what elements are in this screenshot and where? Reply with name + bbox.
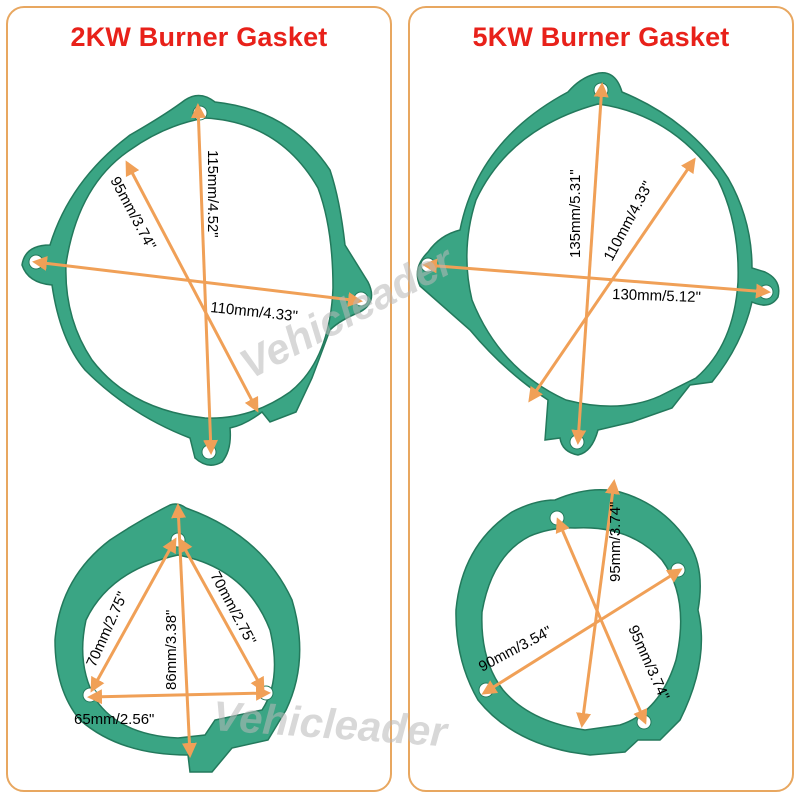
gasket-2kw-large: 95mm/3.74" 115mm/4.52" 110mm/4.33": [21, 94, 373, 466]
gasket-shape: [455, 489, 703, 756]
bolt-hole: [82, 687, 98, 703]
gasket-shape: [416, 72, 780, 456]
dimension-label: 95mm/3.74": [106, 174, 159, 253]
panel-title-5kw: 5KW Burner Gasket: [472, 22, 730, 52]
panel-title-2kw: 2KW Burner Gasket: [70, 22, 328, 52]
dimension-arrow: [32, 255, 363, 308]
dimension-label: 90mm/3.54": [476, 623, 555, 676]
dimension-label: 135mm/5.31": [567, 169, 584, 258]
gasket-5kw-large: 135mm/5.31" 110mm/4.33" 130mm/5.12": [416, 72, 780, 456]
dimension-arrow: [178, 537, 265, 693]
dimension-label: 130mm/5.12": [612, 286, 701, 306]
dimension-arrow: [422, 258, 771, 299]
dimension-label: 65mm/2.56": [74, 711, 154, 728]
watermark-bottom: Vehicleader: [211, 692, 451, 755]
bolt-hole: [192, 105, 208, 121]
dimension-label: 86mm/3.38": [163, 610, 180, 690]
dimension-arrow: [87, 685, 271, 705]
bolt-hole: [549, 510, 565, 526]
dimension-arrow: [90, 537, 177, 693]
dimension-arrow: [571, 82, 609, 445]
dimension-label: 110mm/4.33": [601, 179, 657, 264]
dimension-arrow: [555, 517, 648, 725]
bolt-hole: [201, 444, 217, 460]
dimension-label: 115mm/4.52": [204, 150, 221, 238]
gasket-5kw-small: 95mm/3.74" 90mm/3.54" 95mm/3.74": [455, 479, 703, 756]
dimension-label: 95mm/3.74": [607, 502, 624, 582]
